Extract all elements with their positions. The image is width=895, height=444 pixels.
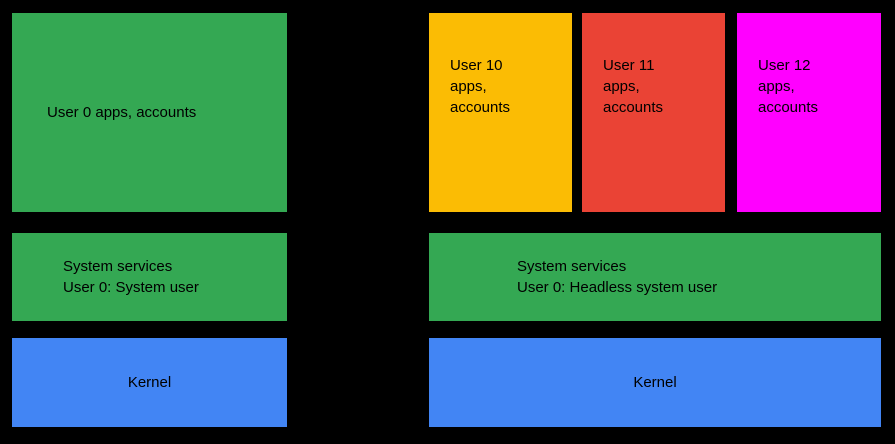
right-user11-apps-label: User 11 apps, accounts [603, 57, 664, 116]
left-user0-apps-box: User 0 apps, accounts [12, 13, 287, 212]
right-user10-apps-label: User 10 apps, accounts [450, 57, 511, 116]
right-user12-apps-box: User 12 apps, accounts [737, 13, 881, 212]
right-user12-apps-label: User 12 apps, accounts [758, 57, 819, 116]
left-kernel-box: Kernel [12, 338, 287, 427]
left-system-services-box: System services User 0: System user [12, 233, 287, 321]
left-user0-apps-label: User 0 apps, accounts [47, 104, 197, 121]
left-kernel-label: Kernel [127, 374, 172, 391]
left-system-services-label: System services User 0: System user [63, 258, 199, 296]
right-user11-apps-box: User 11 apps, accounts [582, 13, 725, 212]
right-user10-apps-box: User 10 apps, accounts [429, 13, 572, 212]
right-kernel-label: Kernel [633, 374, 677, 391]
right-system-services-label: System services User 0: Headless system … [517, 258, 718, 296]
right-system-services-box: System services User 0: Headless system … [429, 233, 881, 321]
right-kernel-box: Kernel [429, 338, 881, 427]
